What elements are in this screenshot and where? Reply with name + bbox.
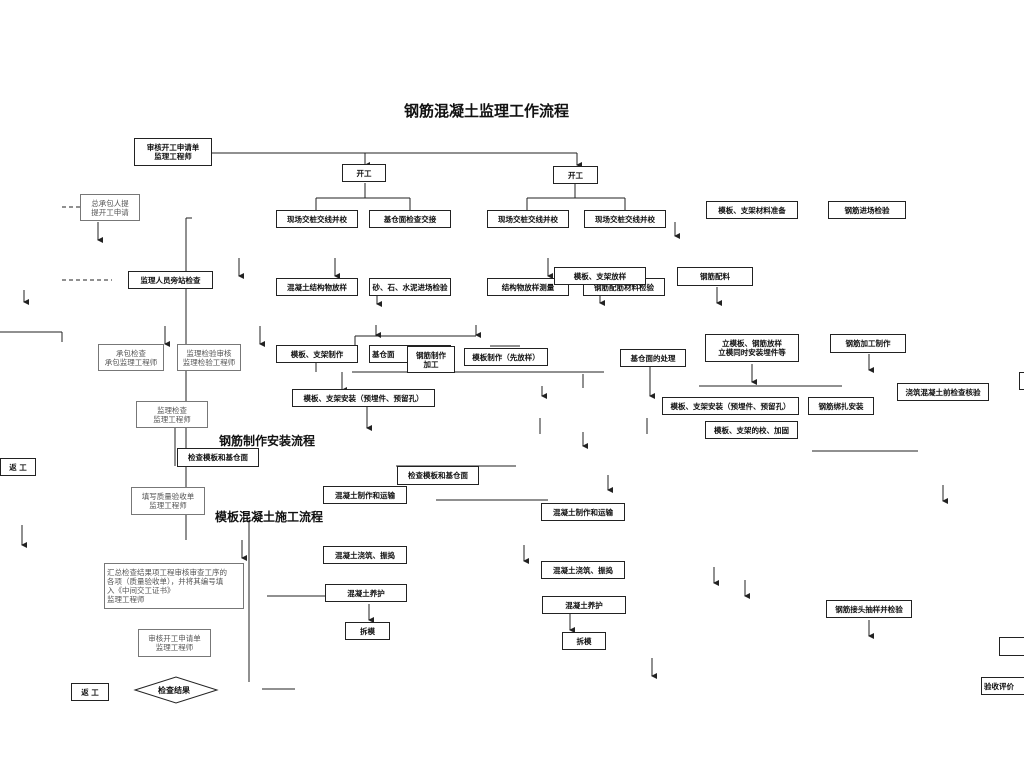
node-left-d: 填写质量验收单 监理工程师	[131, 487, 205, 515]
node-check-base-2: 检查模板和基仓面	[397, 466, 479, 485]
node-formwork-fix: 模板、支架的校、加固	[705, 421, 798, 439]
node-right-edge-b	[999, 637, 1024, 656]
node-rebar-in: 钢筋进场检验	[828, 201, 906, 219]
node-formwork-prep: 模板、支架材料准备	[706, 201, 798, 219]
node-pour-2: 混凝土浇筑、振捣	[541, 561, 625, 579]
node-cure-1: 混凝土养护	[325, 584, 407, 602]
node-transport-2: 混凝土制作和运输	[541, 503, 625, 521]
node-left-b: 监理检验审核 监理检验工程师	[177, 344, 241, 371]
node-summary: 汇总检查结果项工程审核审查工序的 各项（质量验收单），并将其编号填 入《中间交工…	[104, 563, 244, 609]
node-formwork-pre: 模板制作（先放样）	[464, 348, 548, 366]
node-apply-entry: 总承包人提 提开工申请	[80, 194, 140, 221]
node-deliver-b: 现场交桩交线并校	[487, 210, 569, 228]
node-stand-mold: 立模板、钢筋放样 立模同时安装埋件等	[705, 334, 799, 362]
node-left-e: 审核开工申请单 监理工程师	[138, 629, 211, 657]
node-transport-1: 混凝土制作和运输	[323, 486, 407, 504]
node-formwork-install: 模板、支架安装（预埋件、预留孔）	[292, 389, 435, 407]
node-struct-layout: 结构物放样测量	[487, 278, 569, 296]
node-strip-1: 拆模	[345, 622, 390, 640]
node-left-c: 监理检查 监理工程师	[136, 401, 208, 428]
node-concrete-pour-check: 浇筑混凝土前检查核验	[897, 383, 989, 401]
decision-diamond	[133, 676, 219, 704]
node-rebar-batch: 钢筋配料	[677, 267, 753, 286]
label-formwork-flow: 模板混凝土施工流程	[215, 510, 324, 524]
node-base-treat: 基仓面的处理	[620, 349, 686, 367]
node-right-edge-a	[1019, 372, 1024, 390]
node-deliver-c: 现场交桩交线并校	[584, 210, 666, 228]
node-check-base: 检查模板和基仓面	[177, 448, 259, 467]
page-title: 钢筋混凝土监理工作流程	[404, 102, 570, 120]
node-cure-2: 混凝土养护	[542, 596, 626, 614]
decision-label: 检查结果	[158, 686, 190, 695]
node-rebar-bind: 钢筋绑扎安装	[808, 397, 874, 415]
node-start-1: 开工	[342, 164, 386, 182]
node-rebar-joint: 钢筋接头抽样并检验	[826, 600, 912, 618]
node-inspector-check: 监理人员旁站检查	[128, 271, 213, 289]
label-rebar-flow: 钢筋制作安装流程	[219, 434, 316, 448]
node-strip-2: 拆模	[562, 632, 606, 650]
node-rebar-process: 钢筋加工制作	[830, 334, 906, 353]
node-formwork-make: 模板、支架制作	[276, 345, 358, 363]
node-sand-stone: 砂、石、水泥进场检验	[369, 278, 451, 296]
node-right-cut-label: 验收评价	[984, 681, 1014, 691]
node-review-report: 审核开工申请单 监理工程师	[134, 138, 212, 166]
node-concrete-mat: 混凝土结构物放样	[276, 278, 358, 296]
node-formwork-install-2: 模板、支架安装（预埋件、预留孔）	[662, 397, 799, 415]
node-start-2: 开工	[553, 166, 598, 184]
node-left-a: 承包检查 承包监理工程师	[98, 344, 164, 371]
node-return-1: 返 工	[0, 458, 36, 476]
node-right-cut: 验收评价	[981, 677, 1024, 695]
node-deliver-a: 现场交桩交线并校	[276, 210, 358, 228]
node-pour-1: 混凝土浇筑、振捣	[323, 546, 407, 564]
node-rebar-make: 钢筋制作 加工	[407, 346, 455, 373]
node-formwork-layout: 模板、支架放样	[554, 267, 646, 285]
node-base-check: 基仓面检查交接	[369, 210, 451, 228]
node-return-2: 返 工	[71, 683, 109, 701]
